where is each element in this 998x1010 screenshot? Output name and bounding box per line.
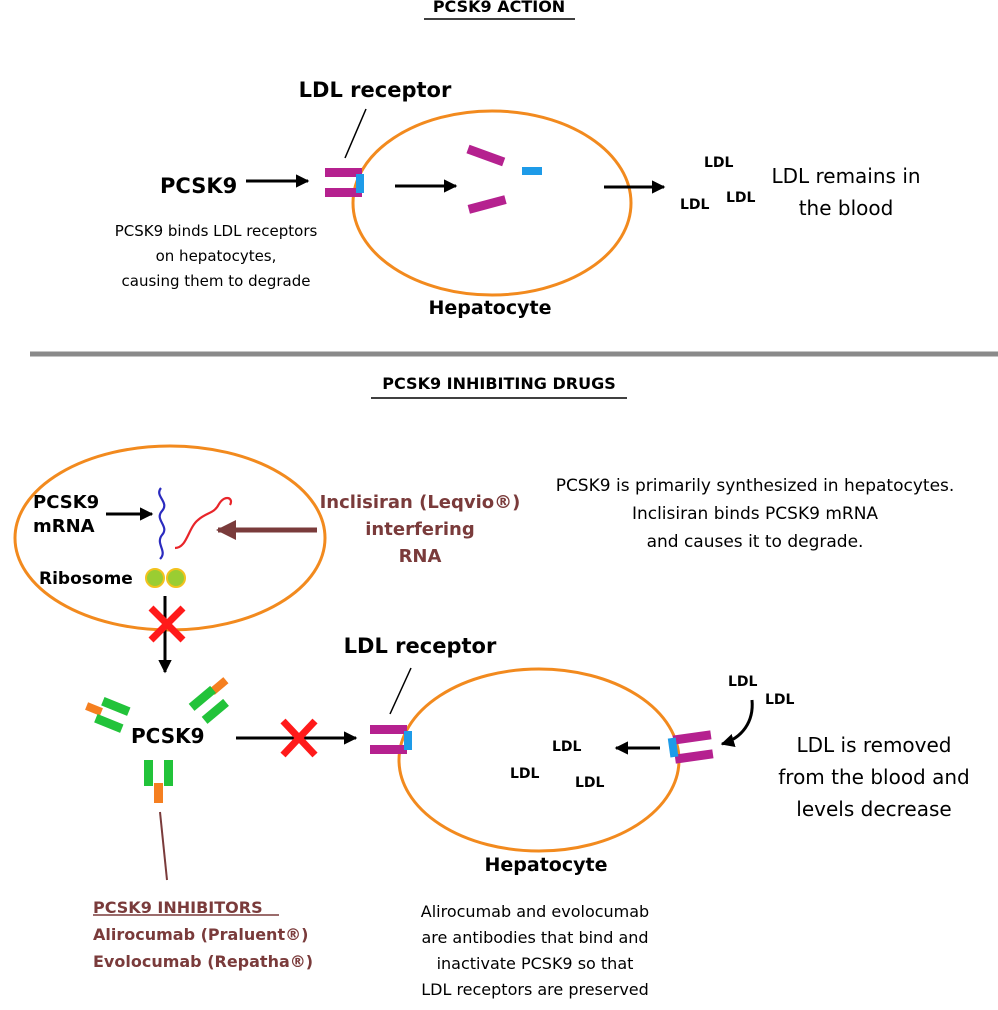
inclisiran-label: Inclisiran (Leqvio®) interfering RNA [319,492,521,567]
ldl-particle-label: LDL [510,766,540,782]
inhibitor-item: Alirocumab (Praluent®) [93,925,309,944]
sirna-strand-icon [174,496,233,550]
ldl-particle-label: LDL [552,739,582,755]
ldl-receptor-icon [370,725,412,754]
hepatocyte-cell [397,667,681,853]
pcsk9-label: PCSK9 [131,724,205,748]
pcsk9-label: PCSK9 [160,174,238,198]
synthesis-caption: PCSK9 is primarily synthesized in hepato… [555,476,955,552]
ldl-receptor-icon [667,730,714,764]
block-x-icon [148,605,186,643]
leader-line [344,108,367,159]
mrna-label: PCSK9 mRNA [33,492,100,537]
antibody-icon-left [85,697,131,733]
ldl-particle-label: LDL [704,155,734,171]
ldl-receptor-bound-icon [325,168,364,197]
remains-caption: LDL remains in the blood [771,164,921,220]
removed-caption: LDL is removed from the blood and levels… [778,733,970,821]
inhibitors-list: PCSK9 INHIBITORS Alirocumab (Praluent®) … [93,894,313,975]
ldl-particle-label: LDL [728,674,758,690]
inhibitor-item: Evolocumab (Repatha®) [93,952,314,971]
ldl-particle-label: LDL [765,692,795,708]
ldl-receptor-label: LDL receptor [298,78,452,102]
hepatocyte-label: Hepatocyte [484,854,608,876]
leader-line [159,811,168,881]
degraded-receptor-icon [466,144,542,214]
antibody-caption: Alirocumab and evolocumab are antibodies… [420,902,650,999]
hepatocyte-label: Hepatocyte [428,297,552,319]
leader-line [389,667,412,715]
ldl-particle-label: LDL [575,775,605,791]
bottom-title: PCSK9 INHIBITING DRUGS [382,374,616,393]
antibody-icon-right [188,677,229,724]
hepatocyte-cell [351,109,633,297]
mrna-strand-icon [158,487,166,560]
inhibitors-heading: PCSK9 INHIBITORS [93,898,263,917]
antibody-icon-bottom [144,760,173,803]
top-title: PCSK9 ACTION [432,0,566,16]
binds-caption: PCSK9 binds LDL receptors on hepatocytes… [114,222,318,290]
arrow [720,699,754,747]
ldl-receptor-label: LDL receptor [343,634,497,658]
ribosome-label: Ribosome [39,569,133,589]
ldl-particle-label: LDL [726,190,756,206]
ribosome-icon [145,568,186,588]
block-x-icon [280,718,318,758]
ldl-particle-label: LDL [680,197,710,213]
